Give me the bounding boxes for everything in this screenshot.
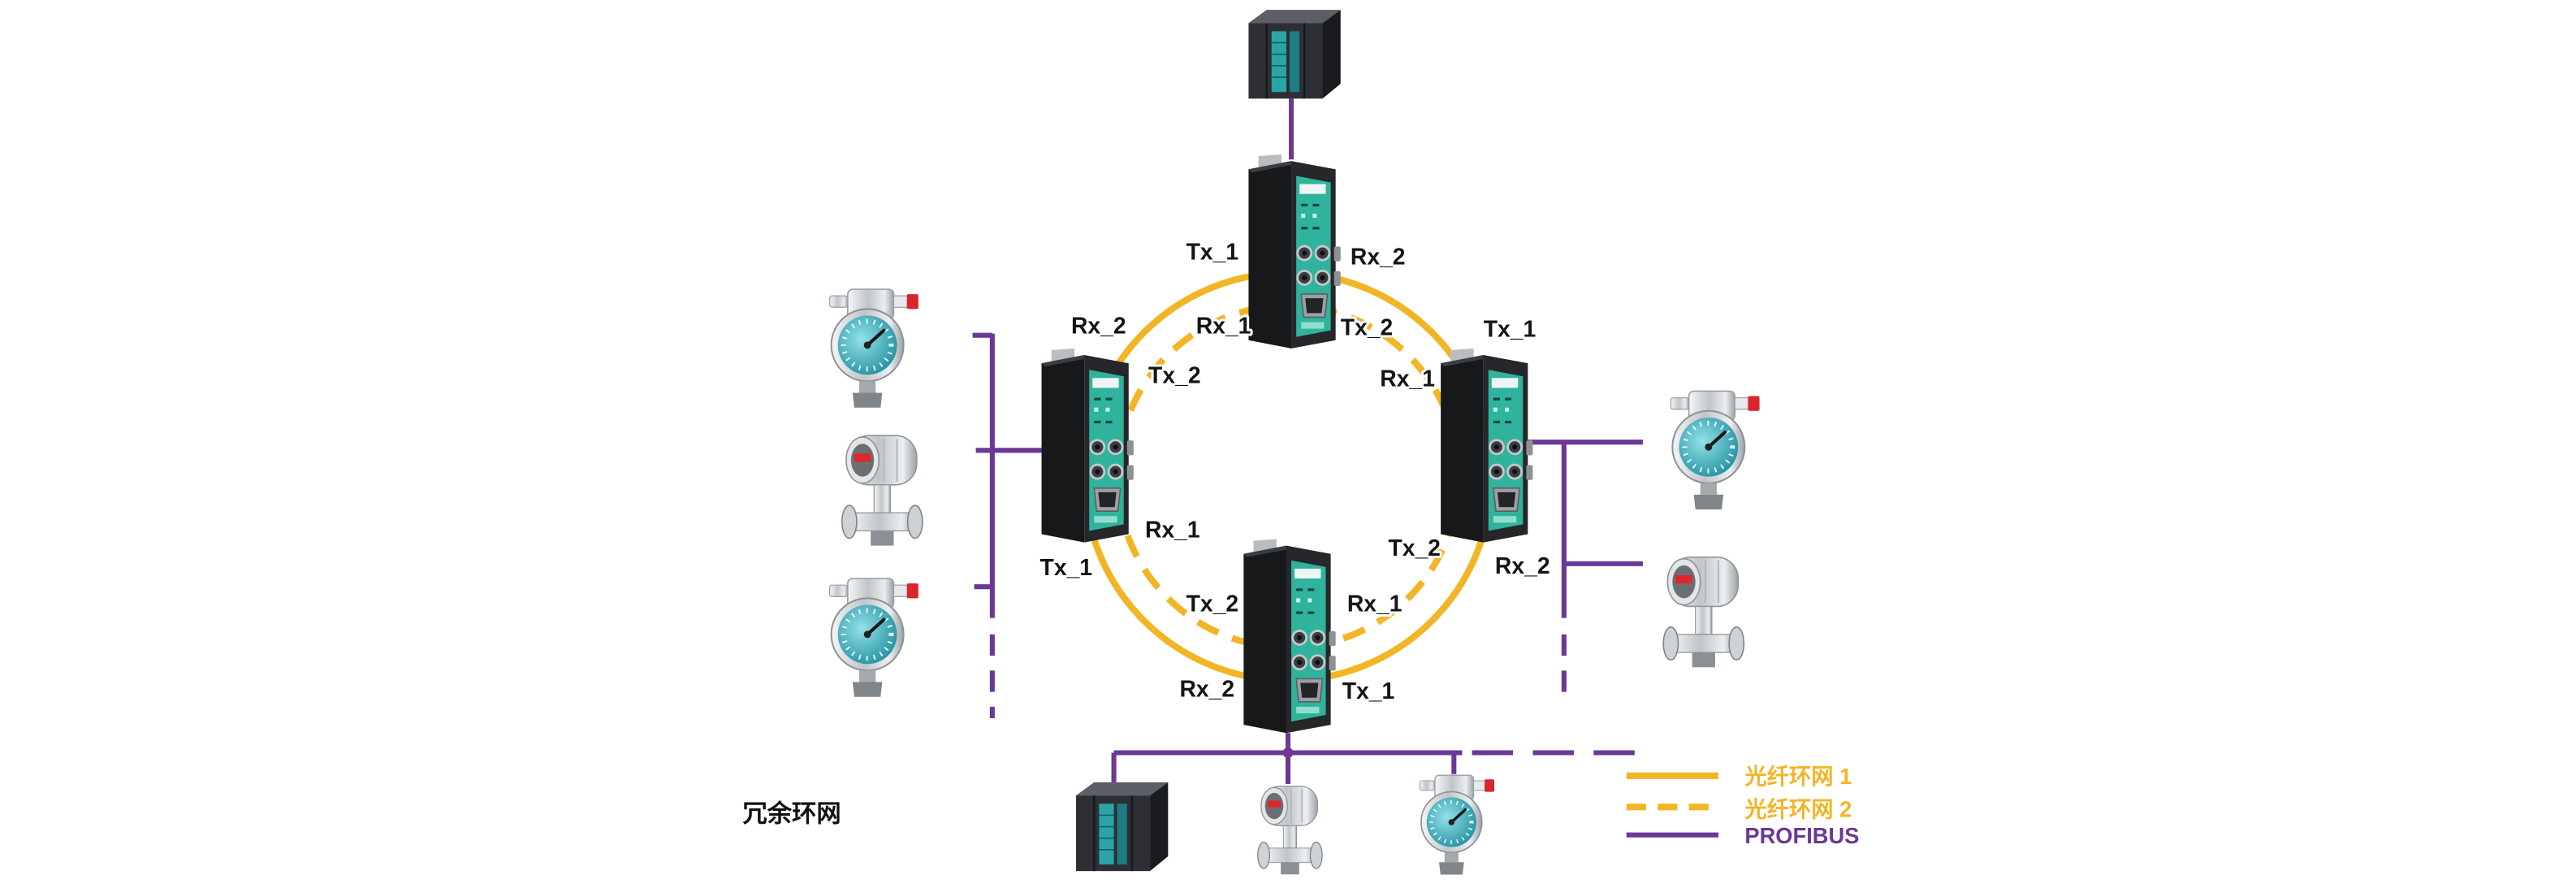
pressure-transmitter-right-icon <box>1662 556 1745 669</box>
pressure-gauge-right-icon <box>1671 391 1759 509</box>
port-labels-left: Rx_2 Tx_2 Rx_1 Tx_1 <box>1038 311 1204 583</box>
pressure-transmitter-left-icon <box>841 435 923 547</box>
legend-label-profibus: PROFIBUS <box>1744 823 1859 848</box>
port-label-top-tx2: Tx_2 <box>1341 315 1394 341</box>
port-label-bottom-rx1: Rx_1 <box>1347 591 1403 617</box>
port-label-bottom-tx2: Tx_2 <box>1186 591 1239 617</box>
port-label-right-tx1: Tx_1 <box>1484 317 1537 343</box>
legend-label-fiber-ring-2: 光纤环网 2 <box>1744 796 1852 821</box>
fiber-converter-bottom-icon <box>1242 538 1338 734</box>
plc-top-icon <box>1247 8 1342 100</box>
port-labels-top: Tx_1 Rx_2 Rx_1 Tx_2 <box>1184 237 1408 344</box>
fiber-converter-right-icon <box>1439 347 1534 544</box>
port-label-top-rx2: Rx_2 <box>1351 245 1406 271</box>
legend-item-profibus: PROFIBUS <box>1626 823 1859 848</box>
legend: 光纤环网 1 光纤环网 2 PROFIBUS <box>1626 764 1859 848</box>
diagram-caption: 冗余环网 <box>742 799 841 827</box>
port-label-right-rx1: Rx_1 <box>1380 366 1435 392</box>
pressure-gauge-left-top-icon <box>830 289 918 408</box>
pressure-gauge-left-bottom-icon <box>830 578 918 697</box>
legend-item-fiber-ring-2: 光纤环网 2 <box>1626 796 1852 821</box>
port-label-left-rx1: Rx_1 <box>1145 518 1200 544</box>
port-label-bottom-tx1: Tx_1 <box>1342 678 1395 704</box>
port-label-top-rx1: Rx_1 <box>1196 314 1251 340</box>
fiber-converter-left-icon <box>1040 347 1135 544</box>
port-label-bottom-rx2: Rx_2 <box>1179 677 1234 703</box>
pressure-gauge-bottom-icon <box>1420 775 1494 874</box>
port-label-left-tx2: Tx_2 <box>1148 362 1201 388</box>
port-labels-right: Tx_1 Rx_1 Tx_2 Rx_2 <box>1377 314 1552 582</box>
port-label-top-tx1: Tx_1 <box>1186 240 1239 266</box>
port-label-right-rx2: Rx_2 <box>1495 553 1550 579</box>
port-label-right-tx2: Tx_2 <box>1388 535 1441 561</box>
port-labels-bottom: Tx_2 Rx_1 Rx_2 Tx_1 <box>1177 589 1404 707</box>
plc-bottom-icon <box>1074 781 1169 873</box>
pressure-transmitter-bottom-icon <box>1256 785 1323 876</box>
port-label-left-rx2: Rx_2 <box>1071 314 1126 340</box>
legend-label-fiber-ring-1: 光纤环网 1 <box>1744 764 1852 789</box>
fiber-converter-top-icon <box>1247 153 1342 350</box>
legend-item-fiber-ring-1: 光纤环网 1 <box>1626 764 1852 789</box>
profibus-junction-dot <box>1282 747 1294 758</box>
port-label-left-tx1: Tx_1 <box>1040 555 1093 581</box>
